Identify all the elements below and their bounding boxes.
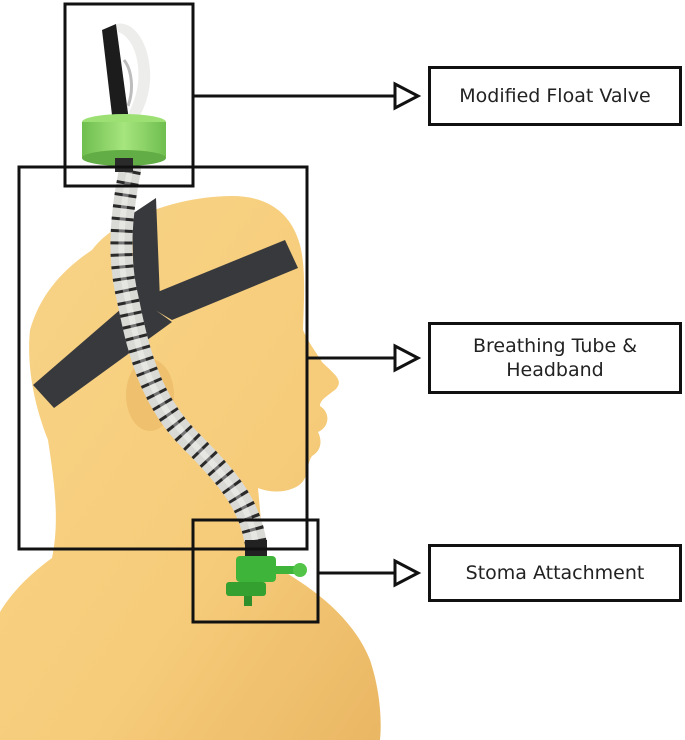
headband-strap-rear — [132, 198, 160, 300]
headband-strap-top — [138, 240, 298, 320]
arrow-stoma — [318, 558, 422, 588]
arrow-tube-headband — [307, 343, 422, 373]
label-text: Stoma Attachment — [465, 562, 645, 584]
label-text-line-1: Breathing Tube & — [472, 335, 638, 357]
label-breathing-tube-headband: Breathing Tube & Headband — [428, 322, 682, 394]
stoma-frame — [191, 518, 320, 624]
float-valve — [82, 23, 166, 172]
breathing-tube — [110, 159, 267, 556]
label-text: Modified Float Valve — [459, 85, 651, 107]
head-silhouette — [0, 196, 381, 740]
label-modified-float-valve: Modified Float Valve — [428, 66, 682, 126]
stoma-attachment — [226, 540, 307, 606]
arrow-float-valve — [193, 81, 422, 111]
label-stoma-attachment: Stoma Attachment — [428, 544, 682, 602]
label-text-line-2: Headband — [506, 359, 604, 381]
